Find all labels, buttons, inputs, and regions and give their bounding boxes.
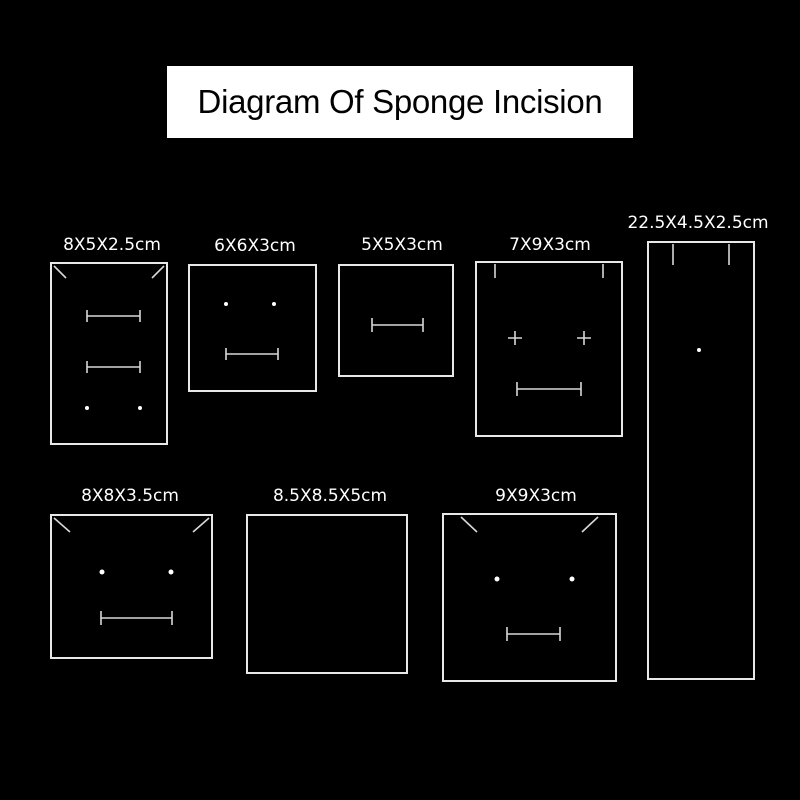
sponge-label: 8X8X3.5cm <box>81 486 179 506</box>
corner-slit <box>53 517 71 533</box>
pin-hole <box>494 576 500 582</box>
sponge-8-5x8-5x5: 8.5X8.5X5cm <box>246 486 408 674</box>
sponge-label: 7X9X3cm <box>509 235 591 255</box>
corner-slit <box>53 265 67 279</box>
corner-slit <box>151 265 165 279</box>
diagram-title: Diagram Of Sponge Incision <box>197 83 603 120</box>
cross-slit <box>577 331 591 345</box>
cross-slit <box>508 331 522 345</box>
pin-hole <box>569 576 575 582</box>
title-box: Diagram Of Sponge Incision <box>167 66 633 138</box>
sponge-8x5x2-5: 8X5X2.5cm <box>50 235 168 445</box>
sponge-5x5x3: 5X5X3cm <box>338 235 454 377</box>
bar-slit <box>506 627 561 641</box>
sponge-7x9x3: 7X9X3cm <box>475 235 623 437</box>
pin-hole <box>85 406 89 410</box>
bar-slit <box>100 611 173 625</box>
sponge-label: 9X9X3cm <box>495 486 577 506</box>
sponge-8x8x3-5: 8X8X3.5cm <box>50 486 213 659</box>
sponge-22-5x4-5x2-5: 22.5X4.5X2.5cm <box>627 213 769 680</box>
sponge-label: 8.5X8.5X5cm <box>273 486 387 506</box>
sponge-outline <box>647 241 755 680</box>
pin-hole <box>272 302 276 306</box>
pin-hole <box>138 406 142 410</box>
sponge-9x9x3: 9X9X3cm <box>442 486 617 682</box>
bar-slit <box>86 361 141 373</box>
bar-slit <box>371 318 424 332</box>
bar-slit <box>86 310 141 322</box>
sponge-outline <box>338 264 454 377</box>
corner-slit <box>460 516 478 533</box>
sponge-label: 8X5X2.5cm <box>63 235 161 255</box>
sponge-outline <box>246 514 408 674</box>
sponge-outline <box>50 514 213 659</box>
pin-hole <box>168 569 174 575</box>
pin-hole <box>224 302 228 306</box>
bar-slit <box>225 348 279 360</box>
sponge-outline <box>50 262 168 445</box>
corner-slit <box>192 517 210 533</box>
pin-hole <box>697 348 701 352</box>
pin-hole <box>99 569 105 575</box>
sponge-label: 5X5X3cm <box>361 235 443 255</box>
sponge-6x6x3: 6X6X3cm <box>188 236 317 392</box>
corner-slit <box>581 516 599 533</box>
sponge-outline <box>188 264 317 392</box>
bar-slit <box>516 382 582 396</box>
sponge-label: 6X6X3cm <box>214 236 296 256</box>
sponge-outline <box>442 513 617 682</box>
sponge-label: 22.5X4.5X2.5cm <box>627 213 768 233</box>
sponge-outline <box>475 261 623 437</box>
